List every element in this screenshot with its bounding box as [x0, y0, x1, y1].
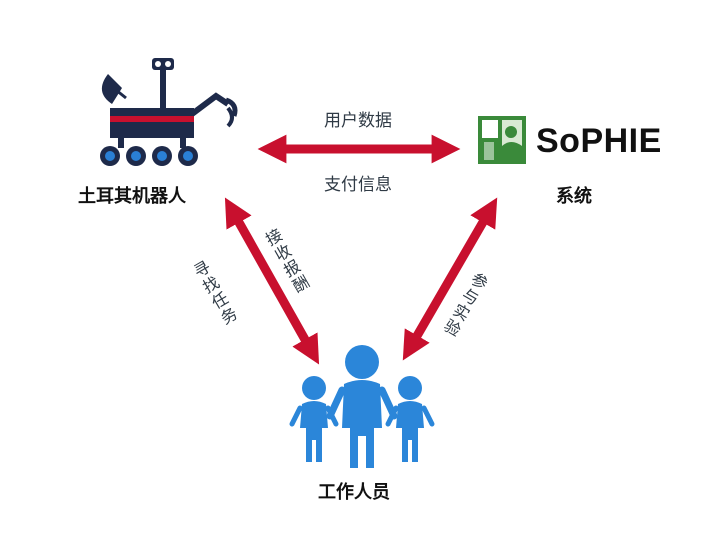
people-icon [289, 345, 435, 468]
edge-label-payment-info: 支付信息 [324, 175, 392, 195]
sophie-logo-icon [478, 116, 526, 164]
sophie-label: 系统 [556, 186, 592, 207]
robot-icon [100, 58, 238, 166]
arrow-robot-workers [224, 197, 320, 365]
robot-label: 土耳其机器人 [78, 186, 186, 207]
workers-label: 工作人员 [318, 482, 390, 503]
sophie-logo-text: SoPHIE [536, 122, 662, 160]
arrow-sophie-workers [402, 197, 498, 361]
edge-label-user-data: 用户数据 [324, 111, 392, 131]
